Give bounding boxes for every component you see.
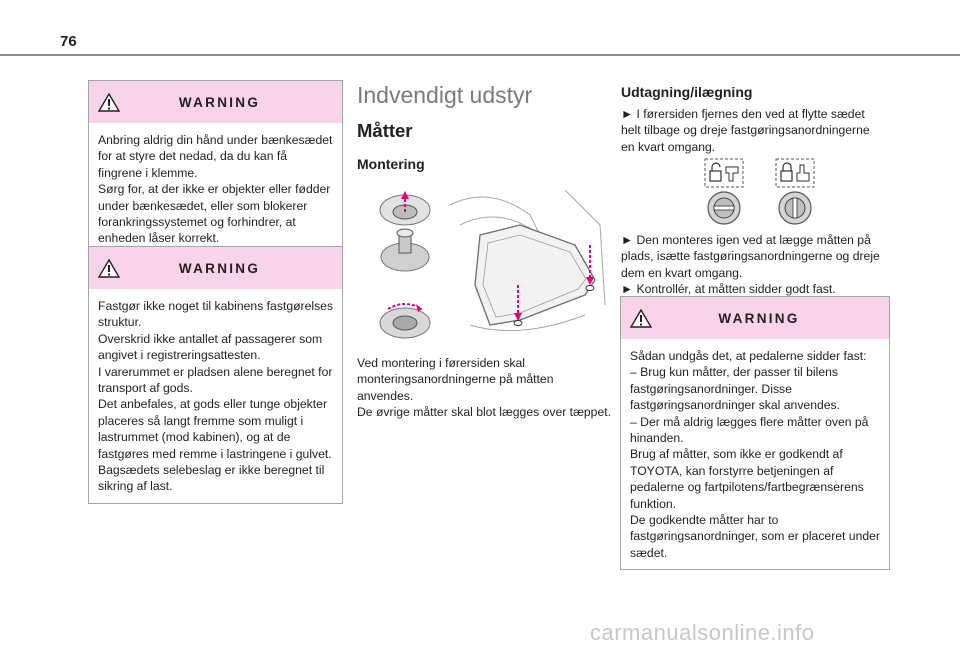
montering-text: Ved montering i førersiden skal monterin… xyxy=(357,355,612,421)
warning-triangle-icon xyxy=(98,259,120,278)
page-number: 76 xyxy=(60,33,77,50)
warning-header: WARNING xyxy=(89,81,342,123)
fastener-twist-icon xyxy=(379,303,431,339)
warning-header: WARNING xyxy=(89,247,342,289)
step-2-text: ► Den monteres igen ved at lægge måtten … xyxy=(621,233,880,280)
fastener-lock-illustration xyxy=(704,158,815,225)
floor-mat-illustration xyxy=(379,189,606,339)
warning-paragraph: Sørg for, at der ikke er objekter eller … xyxy=(98,182,331,246)
warning-paragraph: I varerummet er pladsen alene beregnet f… xyxy=(98,364,333,396)
warning-triangle-icon xyxy=(630,309,652,328)
warning-body: Sådan undgås det, at pedalerne sidder fa… xyxy=(621,339,889,569)
warning-box-2: WARNING Fastgør ikke noget til kabinens … xyxy=(88,246,343,504)
warning-paragraph: – Der må aldrig lægges flere måtter oven… xyxy=(630,414,869,446)
fastener-dial-icon xyxy=(707,191,741,225)
warning-paragraph: Bagsædets selebeslag er ikke beregnet ti… xyxy=(98,463,325,494)
fastener-dial-icon xyxy=(778,191,812,225)
heading-montering: Montering xyxy=(357,156,425,172)
warning-triangle-icon xyxy=(98,93,120,112)
warning-body: Fastgør ikke noget til kabinens fastgøre… xyxy=(89,289,342,503)
montering-paragraph: De øvrige måtter skal blot lægges over t… xyxy=(357,405,612,420)
warning-box-3: WARNING Sådan undgås det, at pedalerne s… xyxy=(620,296,890,571)
top-rule xyxy=(0,54,960,56)
heading-udtagning: Udtagning/ilægning xyxy=(621,84,753,100)
step-3-text: ► Kontrollér, at måtten sidder godt fast… xyxy=(621,282,836,297)
watermark: carmanualsonline.info xyxy=(590,620,815,645)
warning-paragraph: Fastgør ikke noget til kabinens fastgøre… xyxy=(98,299,334,330)
fastener-stud-icon xyxy=(380,228,430,272)
warning-paragraph: Overskrid ikke antallet af passagerer so… xyxy=(98,331,323,363)
warning-paragraph: Anbring aldrig din hånd under bænkesædet… xyxy=(98,133,333,180)
steps-2-3: ► Den monteres igen ved at lægge måtten … xyxy=(621,232,889,298)
warning-title: WARNING xyxy=(178,94,261,110)
warning-title: WARNING xyxy=(178,260,261,276)
warning-paragraph: Sådan undgås det, at pedalerne sidder fa… xyxy=(630,349,867,363)
warning-box-1: WARNING Anbring aldrig din hånd under bæ… xyxy=(88,80,343,256)
fastener-clip-icon xyxy=(379,191,431,226)
warning-header: WARNING xyxy=(621,297,889,339)
warning-title: WARNING xyxy=(718,310,800,326)
warning-body: Anbring aldrig din hånd under bænkesædet… xyxy=(89,123,342,255)
padlock-unlocked-icon xyxy=(704,158,744,188)
warning-paragraph: Brug af måtter, som ikke er godkendt af … xyxy=(630,447,864,511)
warning-paragraph: De godkendte måtter har to fastgøringsan… xyxy=(630,513,880,560)
step-1-text: ► I førersiden fjernes den ved at flytte… xyxy=(621,107,870,154)
section-title: Indvendigt udstyr xyxy=(357,82,533,108)
padlock-locked-icon xyxy=(775,158,815,188)
warning-paragraph: Det anbefales, at gods eller tunge objek… xyxy=(98,397,332,461)
warning-paragraph: – Brug kun måtter, der passer til bilens… xyxy=(630,365,841,413)
montering-paragraph: Ved montering i førersiden skal monterin… xyxy=(357,356,554,403)
subsection-title: Måtter xyxy=(357,120,413,141)
